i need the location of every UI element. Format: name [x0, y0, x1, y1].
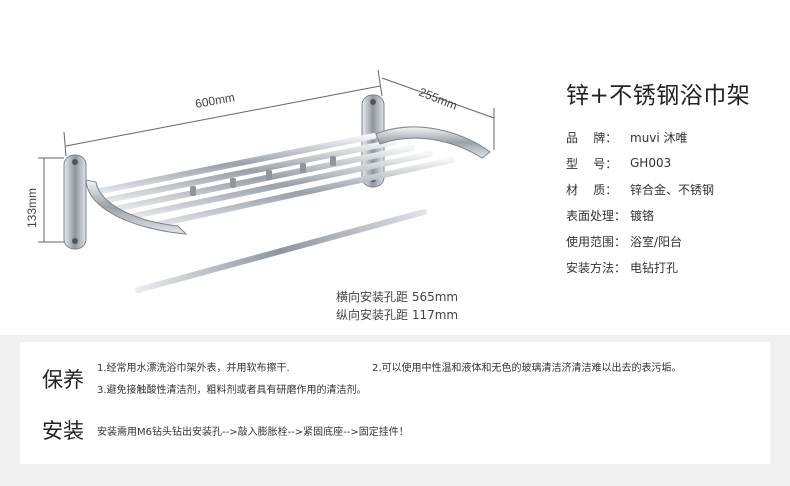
spec-row-brand: 品 牌： muvi 沐唯: [566, 124, 714, 150]
shelf-rails: [93, 133, 455, 229]
maintenance-title: 保养: [42, 368, 84, 392]
height-dimension-label: 133mm: [25, 188, 39, 228]
maintenance-tip-3: 3.避免接触酸性清洁剂，粗料剂或者具有研磨作用的清洁剂。: [97, 385, 367, 396]
front-arm: [85, 179, 188, 235]
product-specs: 品 牌： muvi 沐唯 型 号： GH003 材 质： 锌合金、不锈钢 表面处…: [566, 124, 714, 280]
width-dimension-label: 600mm: [194, 90, 236, 111]
spec-row-usage: 使用范围： 浴室/阳台: [566, 228, 714, 254]
spec-value: 镀铬: [630, 208, 655, 223]
hooks: [190, 156, 336, 196]
installation-steps: 安装需用M6钻头钻出安装孔-->敲入膨胀栓-->紧固底座-->固定挂件！: [97, 427, 409, 438]
spec-row-material: 材 质： 锌合金、不锈钢: [566, 176, 714, 202]
spec-value: 锌合金、不锈钢: [630, 182, 715, 197]
installation-title: 安装: [42, 419, 84, 443]
spec-row-model: 型 号： GH003: [566, 150, 714, 176]
product-panel: 600mm 255mm 133mm: [0, 0, 790, 335]
spec-value: 浴室/阳台: [630, 234, 683, 249]
care-instructions-panel: 保养 1.经常用水漂洗浴巾架外表，并用软布擦干. 2.可以使用中性温和液体和无色…: [20, 342, 770, 464]
hanging-bar: [133, 165, 427, 295]
maintenance-tip-1: 1.经常用水漂洗浴巾架外表，并用软布擦干.: [97, 363, 290, 374]
spec-row-finish: 表面处理： 镀铬: [566, 202, 714, 228]
horizontal-hole-distance: 横向安装孔距 565mm: [336, 290, 459, 304]
maintenance-tip-2: 2.可以使用中性温和液体和无色的玻璃清洁济清洁难以出去的表污垢。: [372, 363, 682, 374]
spec-value: 电钻打孔: [630, 260, 679, 275]
spec-label: 使用范围：: [566, 234, 627, 249]
spec-label: 品 牌：: [566, 130, 618, 145]
spec-label: 材 质：: [566, 182, 618, 197]
mounting-hole-distances: 横向安装孔距 565mm 纵向安装孔距 117mm: [336, 288, 458, 324]
spec-value: GH003: [630, 156, 672, 170]
towel-rack-illustration: 600mm 255mm 133mm: [25, 69, 495, 295]
rear-arm: [375, 126, 491, 159]
left-wall-mount: [63, 154, 87, 250]
spec-label: 表面处理：: [566, 208, 627, 223]
depth-dimension-label: 255mm: [417, 85, 459, 113]
product-title: 锌+不锈钢浴巾架: [566, 83, 751, 109]
dimension-lines: [38, 69, 495, 243]
vertical-hole-distance: 纵向安装孔距 117mm: [336, 308, 459, 322]
spec-label: 安装方法：: [566, 260, 627, 275]
spec-value: muvi 沐唯: [630, 130, 688, 145]
spec-row-installation: 安装方法： 电钻打孔: [566, 254, 714, 280]
spec-label: 型 号：: [566, 156, 618, 171]
